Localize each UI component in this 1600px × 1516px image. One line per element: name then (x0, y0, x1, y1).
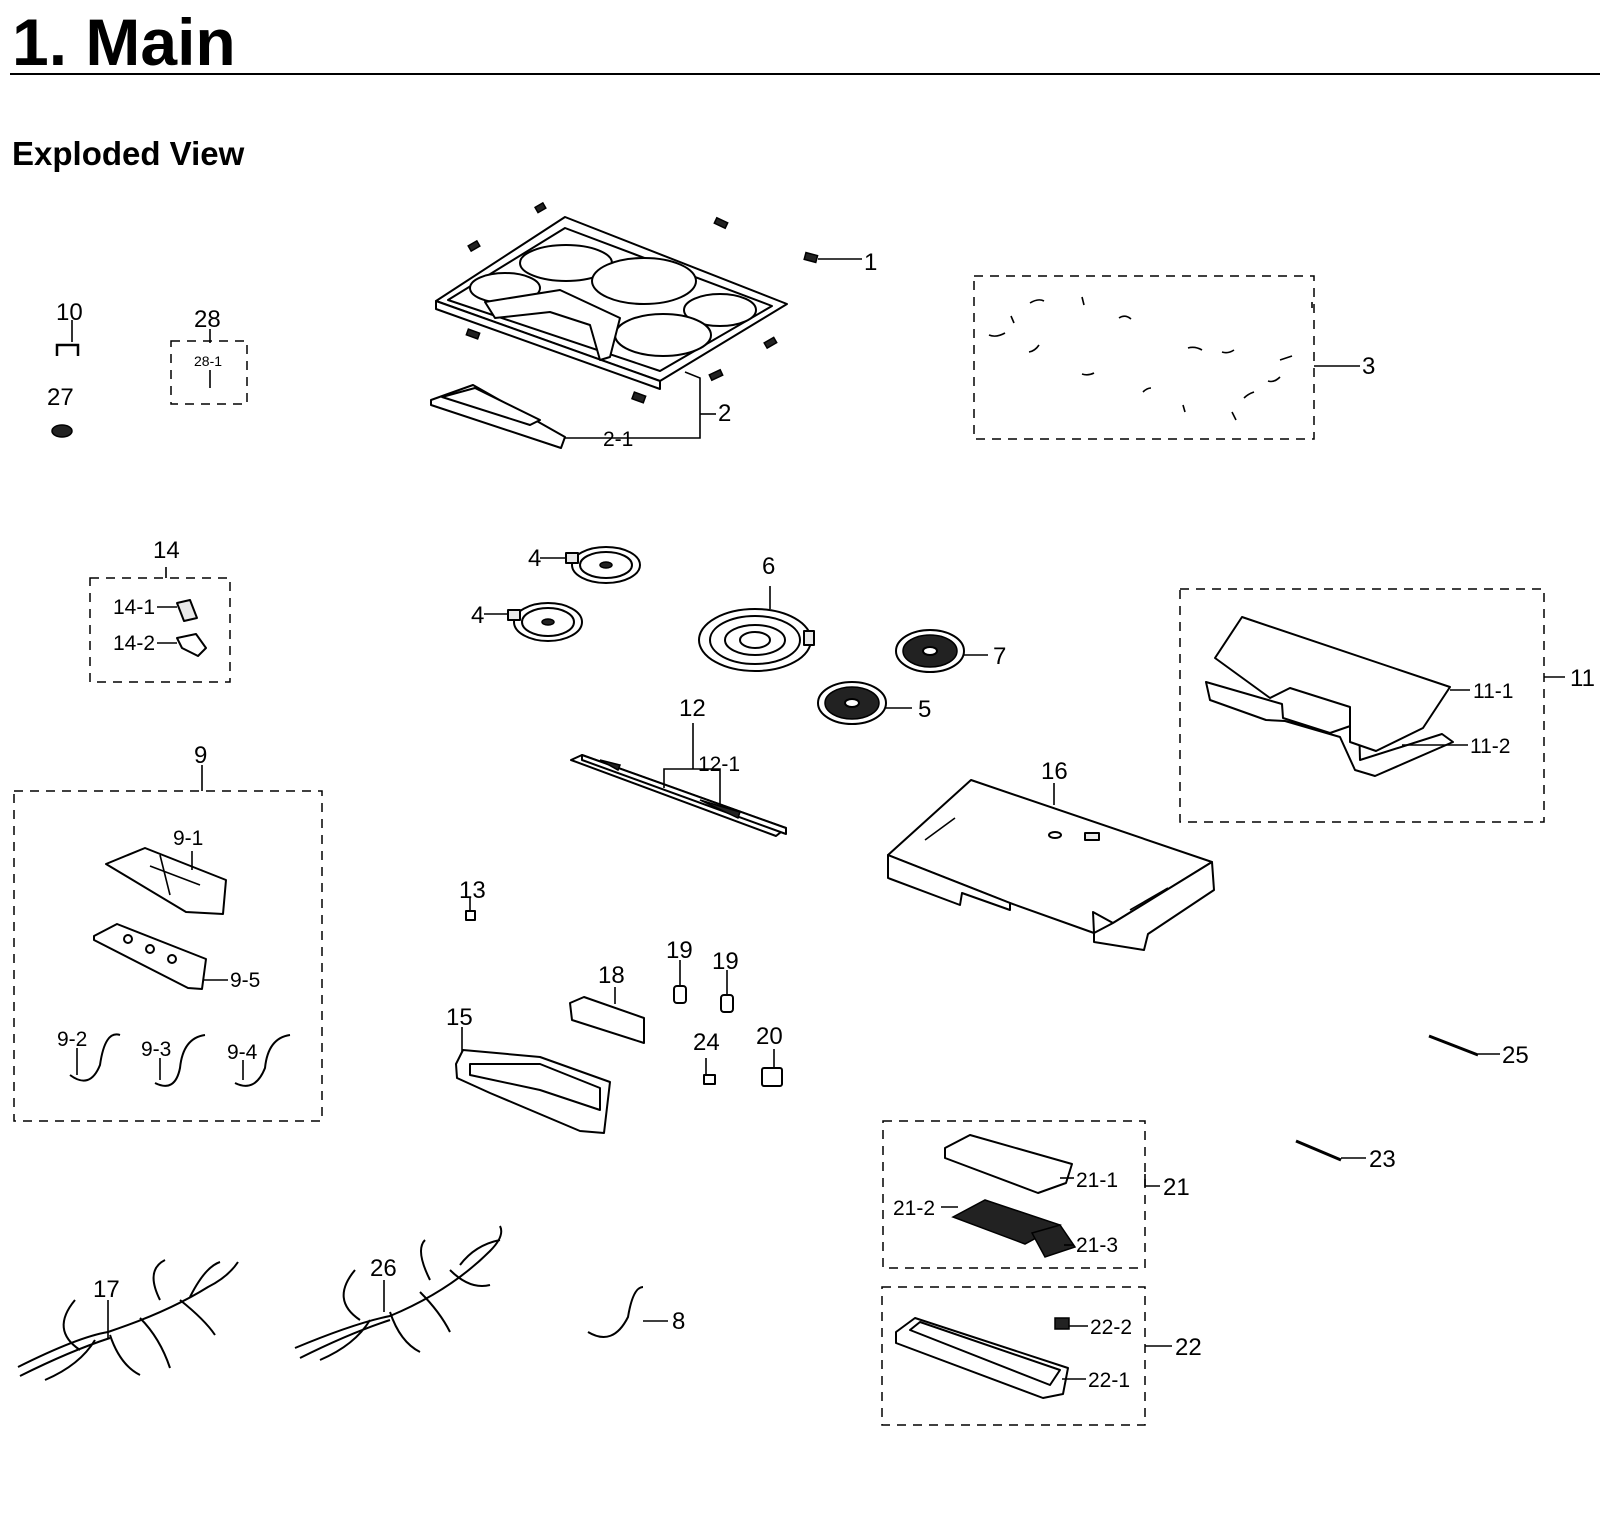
callout-22: 22 (1175, 1334, 1202, 1361)
callout-27: 27 (47, 384, 74, 411)
connector-part-20 (761, 1067, 783, 1087)
callout-4-bottom: 4 (471, 602, 484, 629)
callout-18: 18 (598, 962, 625, 989)
callout-7: 7 (993, 643, 1006, 670)
heating-element-5 (817, 681, 887, 725)
callout-16: 16 (1041, 758, 1068, 785)
group-box-28 (170, 340, 248, 405)
callout-21-1: 21-1 (1076, 1169, 1118, 1192)
plate-part-9-5 (93, 923, 207, 990)
panel-parts-11 (1205, 616, 1454, 777)
callout-12-1: 12-1 (698, 753, 740, 776)
leader-lines (71, 258, 1565, 1380)
callout-25: 25 (1502, 1042, 1529, 1069)
callout-19a: 19 (666, 937, 693, 964)
callout-28: 28 (194, 306, 221, 333)
section-title: Exploded View (12, 135, 245, 172)
callout-24: 24 (693, 1029, 720, 1056)
callout-28-1: 28-1 (194, 353, 222, 369)
housing-part-16 (887, 779, 1215, 951)
board-part-9-1 (105, 847, 227, 915)
callout-2-1: 2-1 (603, 428, 633, 451)
tray-parts-22 (895, 1317, 1070, 1399)
clips-group-3 (988, 296, 1313, 421)
callout-21: 21 (1163, 1174, 1190, 1201)
wire-parts-9-2-9-4 (69, 1033, 291, 1087)
heating-element-4-bottom (507, 602, 583, 642)
callout-4-top: 4 (528, 545, 541, 572)
heating-element-6 (698, 608, 815, 672)
clip-part-13 (465, 910, 476, 921)
callout-21-3: 21-3 (1076, 1234, 1118, 1257)
callout-2: 2 (718, 400, 731, 427)
clip-part-19a (673, 985, 687, 1004)
callout-9: 9 (194, 742, 207, 769)
callout-11-2: 11-2 (1470, 735, 1510, 758)
callout-9-5: 9-5 (230, 969, 260, 992)
foot-part-27 (51, 424, 73, 438)
callout-23: 23 (1369, 1146, 1396, 1173)
callout-9-3: 9-3 (141, 1038, 171, 1061)
clip-part-1 (803, 251, 819, 264)
callout-11: 11 (1570, 665, 1595, 692)
bracket-part-12 (570, 754, 787, 837)
callout-9-2: 9-2 (57, 1028, 87, 1051)
group-box-14 (89, 577, 231, 683)
callout-6: 6 (762, 553, 775, 580)
bracket-part-18 (569, 996, 645, 1044)
callout-12: 12 (679, 695, 706, 722)
callout-22-1: 22-1 (1088, 1369, 1130, 1392)
callout-21-2: 21-2 (893, 1197, 935, 1220)
group-box-22 (881, 1286, 1146, 1426)
group-box-21 (882, 1120, 1146, 1269)
callout-20: 20 (756, 1023, 783, 1050)
callout-8: 8 (672, 1308, 685, 1335)
group-box-3 (973, 275, 1315, 440)
board-parts-21 (944, 1134, 1077, 1258)
cooktop-frame-part (435, 201, 788, 404)
callout-1: 1 (864, 249, 877, 276)
callout-19b: 19 (712, 948, 739, 975)
callout-15: 15 (446, 1004, 473, 1031)
callout-9-4: 9-4 (227, 1041, 258, 1064)
group-box-9 (13, 790, 323, 1122)
group-box-11 (1179, 588, 1545, 823)
callout-5: 5 (918, 696, 931, 723)
rod-part-25 (1428, 1034, 1479, 1057)
callout-26: 26 (370, 1255, 397, 1282)
heating-element-4-top (565, 546, 641, 584)
front-trim-part-2-1 (430, 384, 566, 449)
callout-11-1: 11-1 (1473, 680, 1513, 703)
wire-harness-17 (17, 1259, 239, 1381)
clip-part-24 (703, 1074, 716, 1085)
callout-22-2: 22-2 (1090, 1316, 1132, 1339)
callout-14-2: 14-2 (113, 632, 155, 655)
callout-14: 14 (153, 537, 180, 564)
callout-13: 13 (459, 877, 486, 904)
callout-17: 17 (93, 1276, 120, 1303)
clip-part-19b (720, 994, 734, 1013)
callout-14-1: 14-1 (113, 596, 155, 619)
switch-parts-14 (176, 599, 207, 657)
bracket-part-10 (55, 343, 80, 356)
callout-9-1: 9-1 (173, 827, 203, 850)
callout-3: 3 (1362, 353, 1375, 380)
title-rule (10, 73, 1600, 75)
heating-element-7 (895, 629, 965, 673)
page-title: 1. Main (12, 5, 236, 79)
tray-part-15 (455, 1049, 611, 1134)
wire-part-8 (587, 1286, 644, 1338)
rod-part-23 (1295, 1139, 1342, 1162)
wire-harness-26 (294, 1225, 503, 1361)
callout-10: 10 (56, 299, 83, 326)
